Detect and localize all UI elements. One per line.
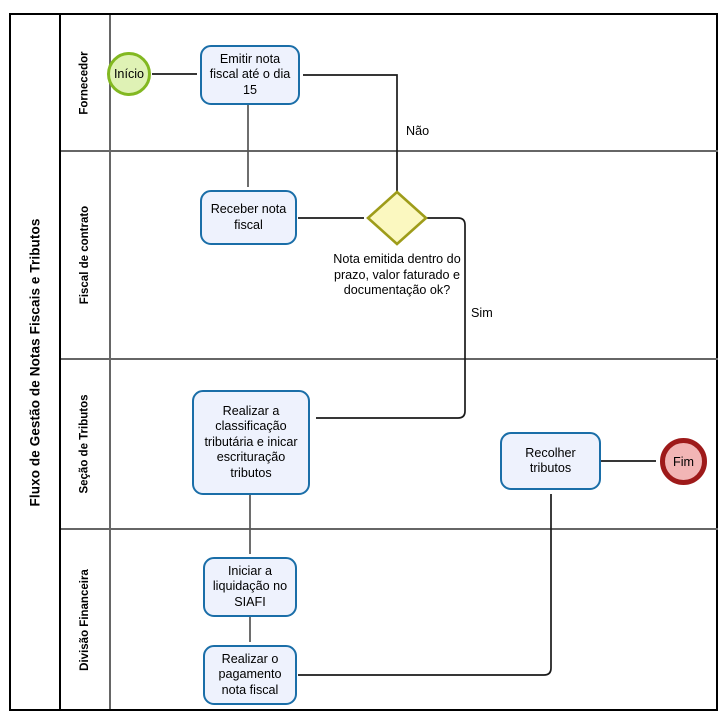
task-emitir-nota-fiscal[interactable]: Emitir nota fiscal até o dia 15 xyxy=(200,45,300,105)
pool-title-column: Fluxo de Gestão de Notas Fiscais e Tribu… xyxy=(11,15,61,709)
lane-label-col-secao-de-tributos: Seção de Tributos xyxy=(61,360,111,528)
task-realizar-classificacao-tributaria-label: Realizar a classificação tributária e in… xyxy=(204,403,298,480)
lane-label-divisao-financeira: Divisão Financeira xyxy=(79,568,91,671)
task-realizar-classificacao-tributaria[interactable]: Realizar a classificação tributária e in… xyxy=(192,390,310,495)
lane-fornecedor: Fornecedor xyxy=(61,15,718,150)
edge-label-sim: Sim xyxy=(471,306,493,320)
lane-label-col-divisao-financeira: Divisão Financeira xyxy=(61,530,111,709)
task-recolher-tributos-label: Recolher tributos xyxy=(525,445,576,476)
process-pool: Fluxo de Gestão de Notas Fiscais e Tribu… xyxy=(9,13,718,711)
lane-label-col-fiscal-de-contrato: Fiscal de contrato xyxy=(61,152,111,358)
lane-label-secao-de-tributos: Seção de Tributos xyxy=(79,394,91,494)
task-iniciar-liquidacao-siafi[interactable]: Iniciar a liquidação no SIAFI xyxy=(203,557,297,617)
task-receber-nota-fiscal[interactable]: Receber nota fiscal xyxy=(200,190,297,245)
pool-title: Fluxo de Gestão de Notas Fiscais e Tribu… xyxy=(27,218,43,506)
lane-label-col-fornecedor: Fornecedor xyxy=(61,15,111,150)
exclusive-gateway-nota-conforme[interactable] xyxy=(366,190,428,246)
task-receber-nota-fiscal-label: Receber nota fiscal xyxy=(210,202,287,232)
lane-label-fiscal-de-contrato: Fiscal de contrato xyxy=(79,205,92,305)
lane-label-fornecedor: Fornecedor xyxy=(79,50,92,115)
end-event-label: Fim xyxy=(673,454,694,469)
exclusive-gateway-label: Nota emitida dentro do prazo, valor fatu… xyxy=(333,252,461,297)
end-event-fim[interactable]: Fim xyxy=(660,438,707,485)
lane-divisao-financeira: Divisão Financeira xyxy=(61,528,718,709)
task-realizar-pagamento-nota-fiscal-label: Realizar o pagamento nota fiscal xyxy=(218,651,282,697)
gateway-diamond-icon xyxy=(366,190,428,246)
start-event-inicio[interactable]: Início xyxy=(107,52,151,96)
start-event-label: Início xyxy=(113,67,145,81)
task-iniciar-liquidacao-siafi-label: Iniciar a liquidação no SIAFI xyxy=(212,563,288,609)
edge-label-nao: Não xyxy=(406,124,430,138)
task-emitir-nota-fiscal-label: Emitir nota fiscal até o dia 15 xyxy=(209,51,291,97)
task-realizar-pagamento-nota-fiscal[interactable]: Realizar o pagamento nota fiscal xyxy=(203,645,297,705)
task-recolher-tributos[interactable]: Recolher tributos xyxy=(500,432,601,490)
lane-secao-de-tributos: Seção de Tributos xyxy=(61,358,718,528)
